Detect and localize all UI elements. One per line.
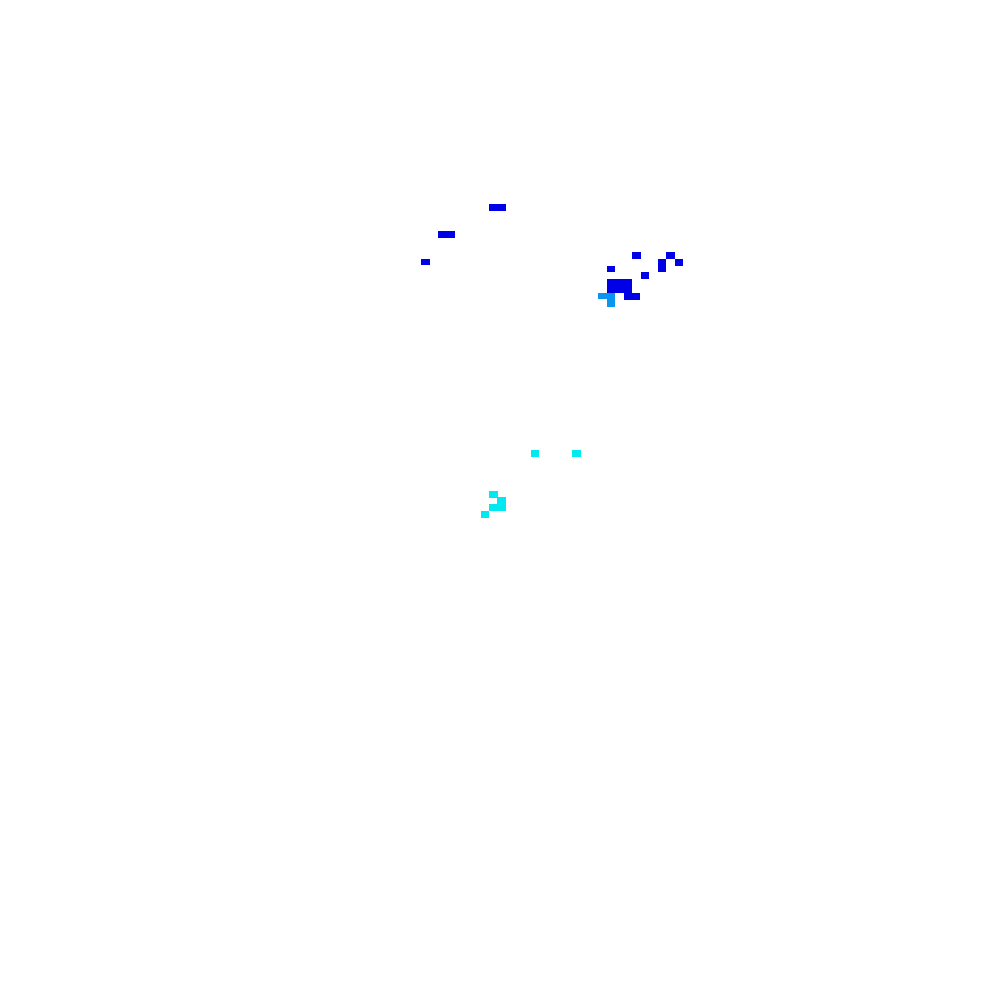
cyan-pixel [497, 497, 506, 504]
blue-pixel [666, 252, 675, 259]
blue-pixel-block [607, 279, 632, 293]
cyan-pixel [481, 511, 489, 518]
cyan-pixel [489, 504, 506, 511]
cyan-pixel [489, 491, 498, 498]
light-blue-pixel [607, 299, 615, 307]
blue-pixel [438, 231, 455, 238]
blue-pixel [421, 259, 430, 265]
cyan-pixel [531, 450, 539, 457]
light-blue-pixel [598, 293, 615, 299]
blue-pixel [675, 259, 683, 266]
cyan-pixel [572, 450, 581, 457]
blue-pixel [641, 272, 649, 279]
blue-pixel [658, 259, 666, 272]
blue-pixel [607, 266, 615, 272]
blue-pixel [489, 204, 506, 211]
blue-pixel [624, 293, 640, 300]
blue-pixel [632, 252, 641, 259]
